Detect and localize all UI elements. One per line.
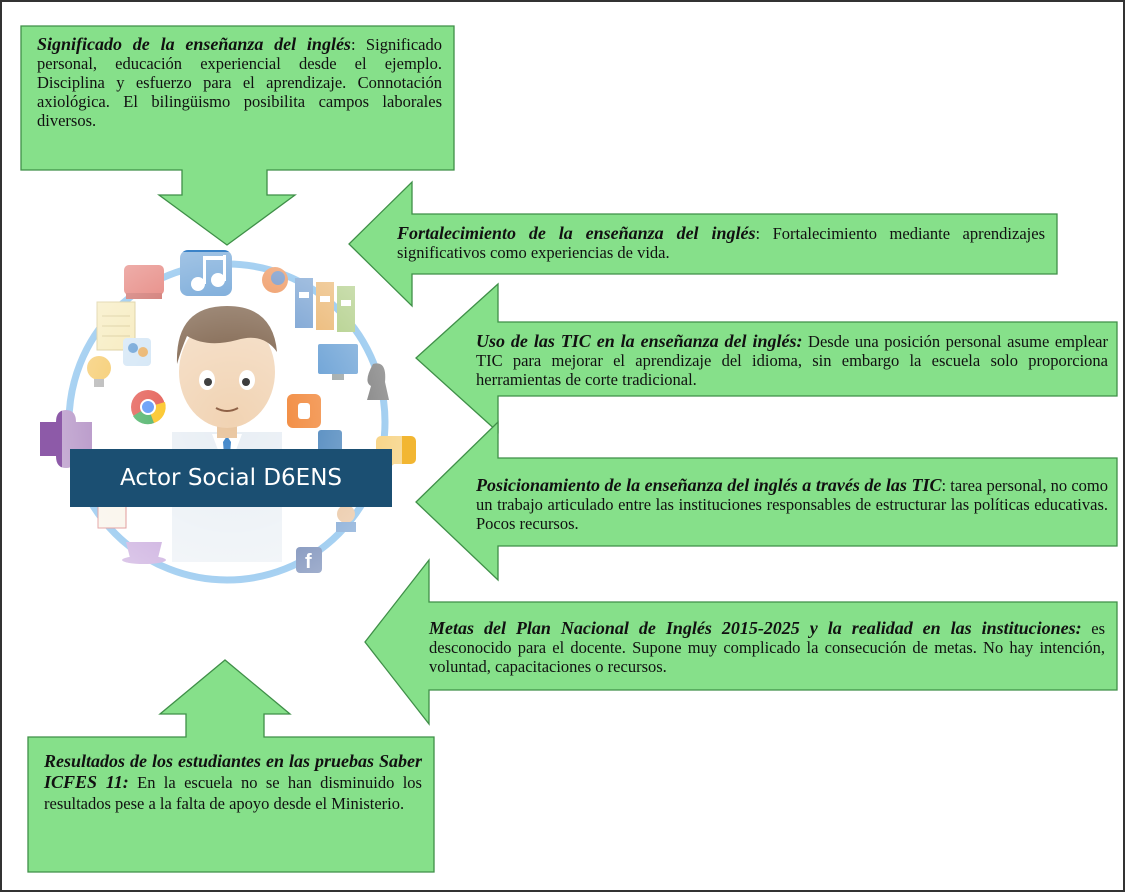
text-uso-tic: Uso de las TIC en la enseñanza del inglé…	[476, 332, 1108, 392]
text-fortalecimiento: Fortalecimiento de la enseñanza del ingl…	[397, 223, 1045, 263]
arrow-box-posicionamiento	[415, 420, 1118, 582]
body-posicionamiento: : tarea personal, no como un trabajo art…	[476, 476, 1108, 533]
title-uso-tic: Uso de las TIC en la enseñanza del inglé…	[476, 332, 803, 351]
actor-illustration: f	[40, 250, 416, 592]
title-metas: Metas del Plan Nacional de Inglés 2015-2…	[429, 618, 1082, 638]
soft-fade	[62, 252, 402, 592]
arrow-box-significado	[20, 25, 455, 246]
text-significado: Significado de la enseñanza del inglés: …	[37, 34, 443, 131]
arrow-box-fortalecimiento	[348, 180, 1058, 308]
body-fortalecimiento: : Fortalecimiento mediante aprendizajes …	[397, 224, 1045, 262]
actor-banner-label: Actor Social D6ENS	[119, 465, 342, 491]
arrow-box-uso-tic	[415, 282, 1118, 434]
text-posicionamiento: Posicionamiento de la enseñanza del ingl…	[476, 475, 1108, 534]
arrow-box-resultados	[27, 659, 435, 873]
text-resultados: Resultados de los estudiantes en las pru…	[44, 751, 422, 814]
title-significado: Significado de la enseñanza del inglés	[37, 34, 351, 54]
text-metas: Metas del Plan Nacional de Inglés 2015-2…	[429, 618, 1105, 677]
body-uso-tic: Desde una posición personal asume emplea…	[476, 332, 1108, 389]
arrow-box-metas	[364, 558, 1118, 726]
actor-banner: Actor Social D6ENS	[70, 449, 392, 507]
title-resultados: Resultados de los estudiantes en las pru…	[44, 751, 422, 792]
body-resultados: En la escuela no se han disminuido los r…	[44, 773, 422, 813]
title-posicionamiento: Posicionamiento de la enseñanza del ingl…	[476, 475, 942, 495]
title-fortalecimiento: Fortalecimiento de la enseñanza del ingl…	[397, 223, 756, 243]
body-metas: es desconocido para el docente. Supone m…	[429, 619, 1105, 676]
body-significado: : Significado personal, educación experi…	[37, 35, 443, 130]
